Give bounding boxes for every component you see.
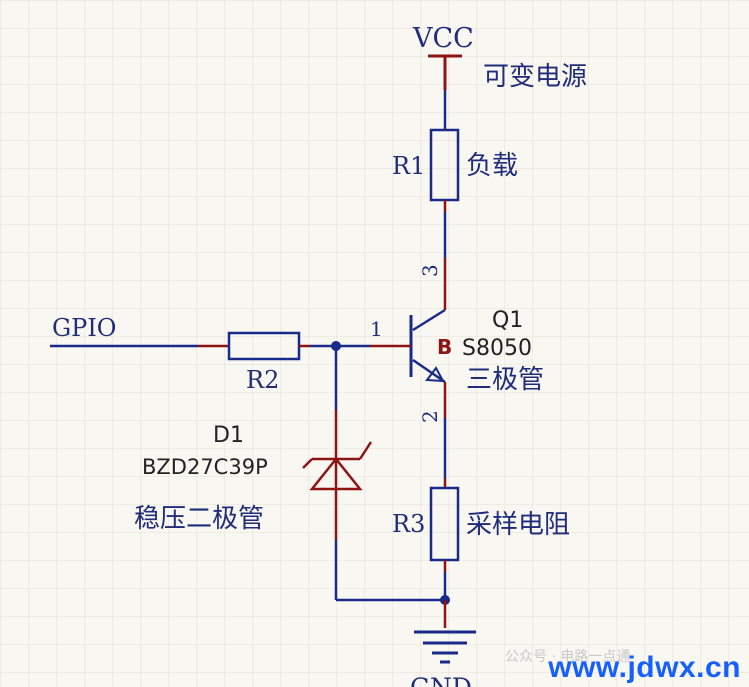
q1-pin-overlay: B (437, 335, 452, 359)
q1-ref: Q1 (492, 308, 523, 333)
vcc-label: VCC (412, 23, 474, 54)
r3-desc: 采样电阻 (466, 510, 570, 540)
q1-pin-collector: 3 (418, 264, 442, 277)
d1-part: BZD27C39P (142, 455, 268, 479)
r2-ref: R2 (246, 366, 279, 394)
r1-resistor (429, 128, 460, 212)
q1-pin-emitter: 2 (418, 410, 442, 423)
d1-ref: D1 (213, 423, 244, 448)
d1-zener-diode (302, 410, 373, 540)
vcc-desc: 可变电源 (483, 62, 587, 92)
r2-resistor (198, 331, 310, 361)
gnd-symbol (414, 600, 476, 664)
q1-transistor (370, 258, 447, 418)
q1-part: S8050 (462, 336, 532, 361)
r1-ref: R1 (392, 152, 425, 180)
vcc-port (428, 54, 462, 90)
r3-ref: R3 (392, 510, 425, 538)
r1-desc: 负载 (466, 151, 518, 181)
watermark-site: www.jdwx.cn (548, 651, 741, 684)
watermark-faint: 公众号 · 电路一点通 (505, 649, 631, 665)
q1-pin-base: 1 (370, 317, 383, 341)
r3-resistor (429, 478, 460, 572)
gnd-label: GND (410, 673, 472, 687)
d1-desc: 稳压二极管 (134, 504, 264, 534)
q1-desc: 三极管 (466, 365, 544, 395)
gpio-label: GPIO (52, 314, 116, 342)
